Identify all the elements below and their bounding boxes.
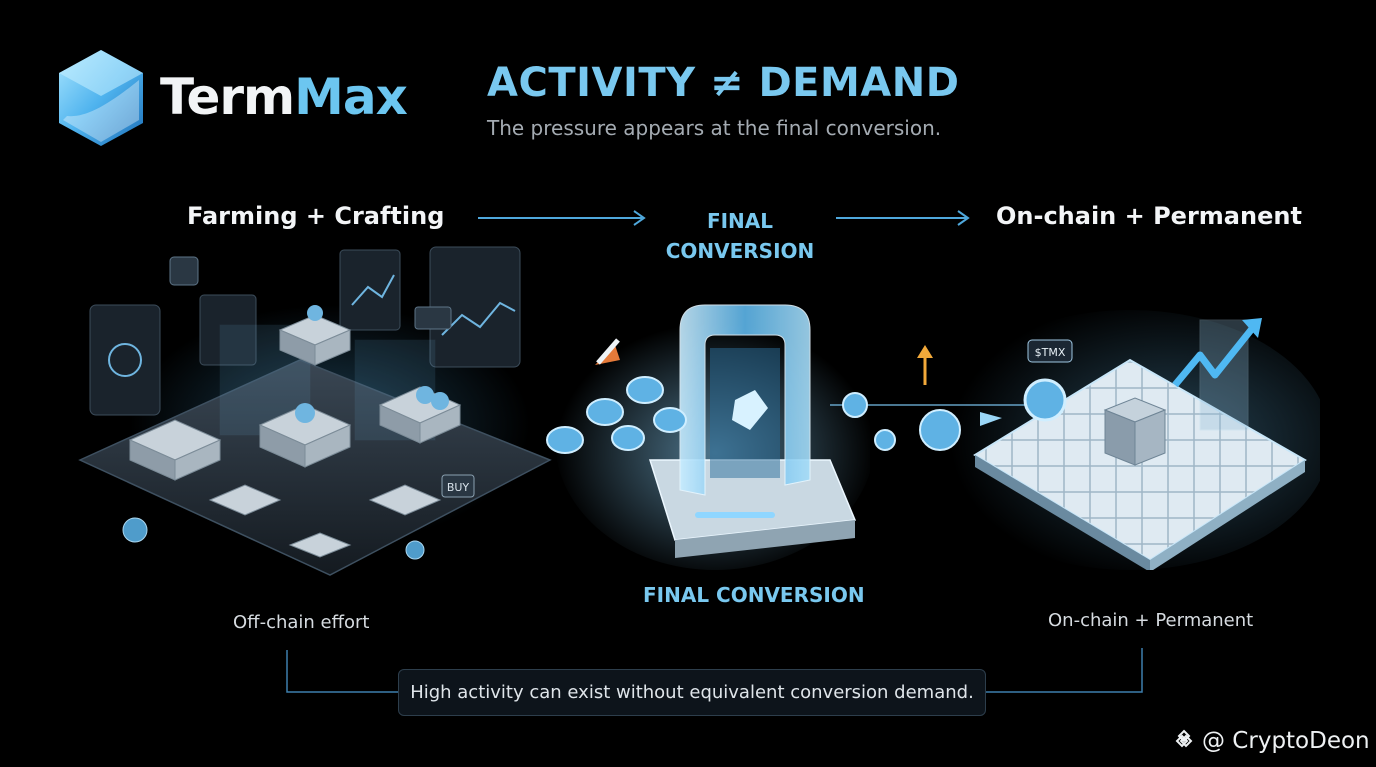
buy-sign: BUY [447, 481, 470, 494]
stage-title-left: Farming + Crafting [187, 202, 445, 230]
watermark: @ CryptoDeon [1172, 728, 1370, 754]
offchain-activity-illustration: BUY [78, 246, 552, 576]
brand-name: TermMax [160, 68, 408, 126]
stage-title-right: On-chain + Permanent [996, 202, 1302, 230]
caption-left: Off-chain effort [233, 612, 370, 633]
binance-square-icon [1175, 729, 1193, 748]
onchain-grid-illustration: $TMX [830, 310, 1320, 570]
caption-right: On-chain + Permanent [1048, 610, 1254, 631]
stage-title-middle: FINAL CONVERSION [640, 206, 840, 266]
termmax-logo-icon [59, 50, 143, 146]
watermark-handle: @ CryptoDeon [1202, 728, 1370, 754]
page-subtitle: The pressure appears at the final conver… [487, 116, 942, 140]
flow-arrow-1-icon [478, 210, 646, 226]
bracket-connector [286, 648, 1143, 693]
flow-arrow-2-icon [836, 210, 970, 226]
page-title: ACTIVITY ≠ DEMAND [487, 60, 960, 106]
stage-title-middle-line2: CONVERSION [665, 239, 815, 263]
token-tag: $TMX [1035, 346, 1066, 359]
final-conversion-gate-illustration [546, 304, 870, 570]
summary-callout: High activity can exist without equivale… [398, 669, 986, 716]
caption-middle: FINAL CONVERSION [643, 583, 865, 607]
stage-title-middle-line1: FINAL [706, 209, 774, 233]
